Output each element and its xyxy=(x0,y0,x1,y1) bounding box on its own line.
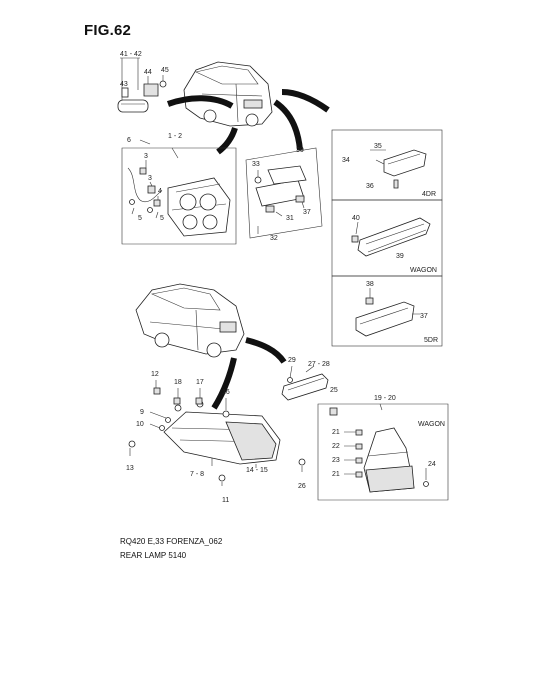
bulb-part xyxy=(121,87,129,98)
callout-27-28: 27 - 28 xyxy=(308,361,330,368)
combination-lamp-panel xyxy=(121,139,237,245)
figure-title: FIG.62 xyxy=(84,22,132,39)
panel-5dr xyxy=(331,275,443,347)
callout-3b: 3 xyxy=(148,175,152,182)
high-mount-stop-lamp-4dr xyxy=(370,149,427,189)
callout-11: 11 xyxy=(222,497,229,504)
callout-7-8: 7 - 8 xyxy=(190,471,204,478)
callout-30: 30 xyxy=(296,147,304,154)
side-marker-lamp xyxy=(281,365,329,401)
hatchback-car-illustration xyxy=(135,283,245,358)
license-lamp-part xyxy=(117,99,149,113)
license-lamp-group xyxy=(117,57,167,113)
label-wagon-upper: WAGON xyxy=(410,267,437,274)
high-mount-stop-lamp-wagon xyxy=(351,217,431,257)
screw-part xyxy=(159,80,167,88)
callout-45: 45 xyxy=(161,67,169,74)
callout-10: 10 xyxy=(136,421,144,428)
callout-33: 33 xyxy=(252,161,260,168)
callout-26: 26 xyxy=(298,483,306,490)
callout-5b: 5 xyxy=(138,215,142,222)
callout-12: 12 xyxy=(151,371,159,378)
callout-32: 32 xyxy=(270,235,278,242)
callout-18: 18 xyxy=(174,379,182,386)
callout-31: 31 xyxy=(286,215,294,222)
license-lamp-panel xyxy=(245,147,323,239)
label-4dr: 4DR xyxy=(422,191,436,198)
leader-arc-left xyxy=(216,127,238,155)
callout-5a: 5 xyxy=(160,215,164,222)
callout-21b: 21 xyxy=(332,471,340,478)
callout-14-15: 14 - 15 xyxy=(246,467,268,474)
callout-21a: 21 xyxy=(332,429,340,436)
callout-44: 44 xyxy=(144,69,152,76)
callout-22: 22 xyxy=(332,443,340,450)
leader-arc-center xyxy=(273,99,303,151)
callout-23: 23 xyxy=(332,457,340,464)
lamp-housing-part xyxy=(143,83,159,97)
callout-43: 43 xyxy=(120,81,128,88)
callout-3a: 3 xyxy=(144,153,148,160)
callout-19-20: 19 - 20 xyxy=(374,395,396,402)
callout-13: 13 xyxy=(126,465,134,472)
wagon-rear-lamp-panel xyxy=(317,403,449,501)
leader-arc-license xyxy=(166,95,234,109)
callout-24: 24 xyxy=(428,461,436,468)
label-wagon-lower: WAGON xyxy=(418,421,445,428)
callout-40: 40 xyxy=(352,215,360,222)
leader-arc-side-marker xyxy=(245,337,287,364)
callout-37b: 37 xyxy=(420,313,428,320)
callout-17: 17 xyxy=(196,379,204,386)
footer-section-name: REAR LAMP 5140 xyxy=(120,551,187,560)
callout-16: 16 xyxy=(222,389,230,396)
callout-37a: 37 xyxy=(303,209,311,216)
callout-35: 35 xyxy=(374,143,382,150)
footer-model-code: RQ420 E,33 FORENZA_062 xyxy=(120,537,223,546)
leader-arc-right xyxy=(281,89,330,113)
callout-38: 38 xyxy=(366,281,374,288)
rear-combination-lamp xyxy=(128,380,306,486)
callout-36: 36 xyxy=(366,183,374,190)
callout-9: 9 xyxy=(140,409,144,416)
callout-25: 25 xyxy=(330,387,338,394)
callout-6: 6 xyxy=(127,137,131,144)
callout-39: 39 xyxy=(396,253,404,260)
callout-34: 34 xyxy=(342,157,350,164)
callout-1-2: 1 - 2 xyxy=(168,133,182,140)
callout-4: 4 xyxy=(158,188,162,195)
sedan-car-illustration xyxy=(183,61,273,127)
leader-arc-rear-lamp xyxy=(211,357,237,410)
callout-41-42: 41 - 42 xyxy=(120,51,142,58)
label-5dr: 5DR xyxy=(424,337,438,344)
callout-29: 29 xyxy=(288,357,296,364)
high-mount-stop-lamp-5dr xyxy=(355,288,420,337)
